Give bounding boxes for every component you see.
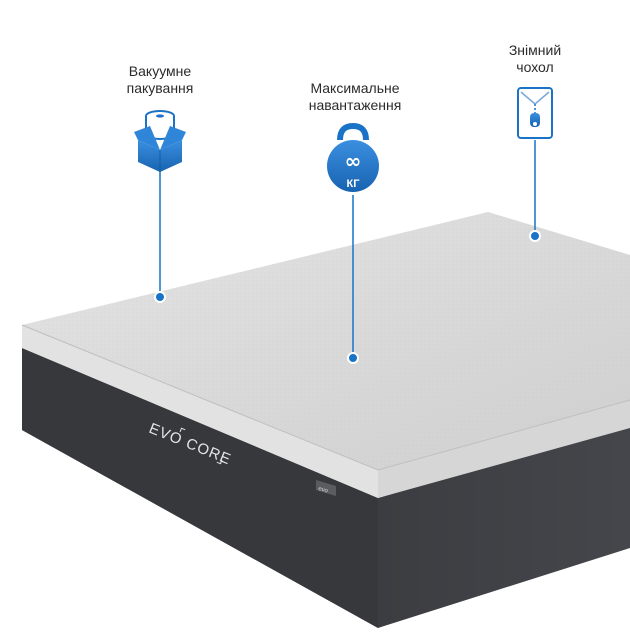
vacuum-dot [154, 291, 166, 303]
mattress-tag: evo [316, 480, 336, 496]
removable-cover-label: Знімний чохол [508, 42, 562, 75]
leader-lines [159, 140, 536, 357]
cover-dot [529, 230, 541, 242]
vacuum-package-icon [134, 110, 186, 172]
mattress-top-border [22, 325, 630, 498]
zipper-cover-icon [517, 87, 553, 139]
kg-unit: КГ [347, 178, 361, 190]
feature-dots [154, 230, 541, 364]
mattress-top-surface [21, 212, 630, 471]
max-load-label: Максимальне навантаження [308, 80, 402, 113]
weight-infinity-icon: ∞ КГ [327, 122, 379, 192]
tag-text: evo [317, 486, 329, 495]
vacuum-packaging-label: Вакуумне пакування [126, 63, 194, 96]
load-dot [347, 352, 359, 364]
infinity-symbol: ∞ [345, 149, 362, 173]
